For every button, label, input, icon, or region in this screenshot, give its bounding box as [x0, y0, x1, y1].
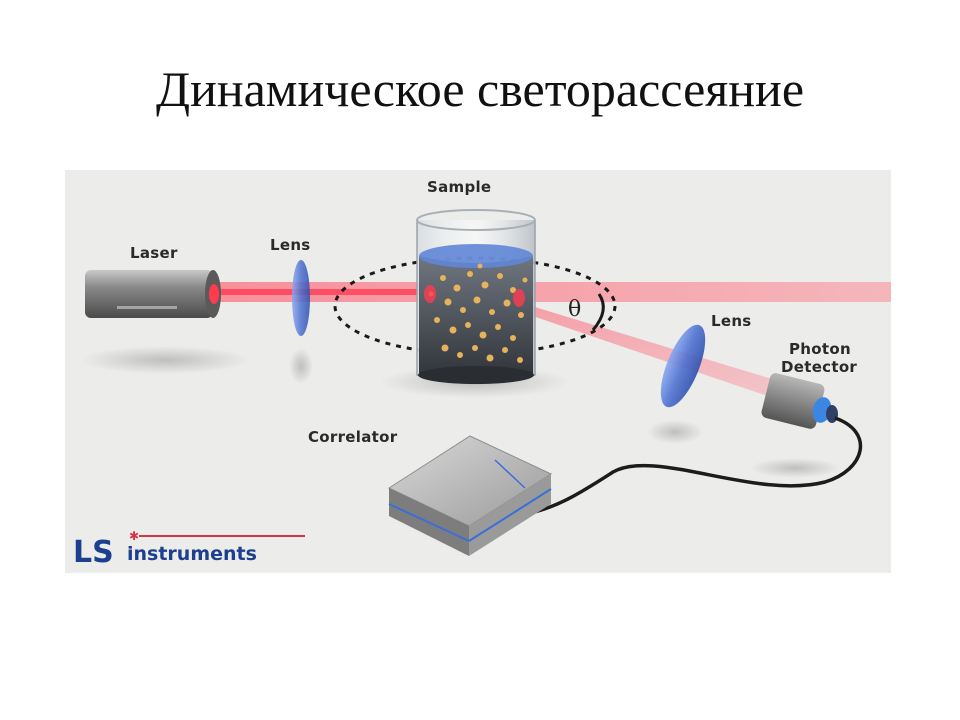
angle-arc: [591, 293, 605, 331]
scattered-beam: [505, 298, 795, 402]
laser: [85, 270, 221, 318]
lens1-label: Lens: [270, 236, 311, 254]
laser-beam-core: [210, 289, 510, 295]
particles: [428, 263, 528, 363]
lens2-label: Lens: [711, 312, 752, 330]
laser-shadow: [80, 346, 250, 374]
photon-label: Photon: [789, 340, 851, 358]
sample-label: Sample: [427, 178, 491, 196]
lens2: [660, 324, 706, 408]
angle-label: θ: [568, 297, 581, 322]
ls-instruments-logo: LS instruments ✱: [73, 529, 305, 570]
detector-shadow: [750, 458, 840, 478]
lens1-shadow: [289, 348, 313, 384]
detector-label: Detector: [781, 358, 857, 376]
laser-label: Laser: [130, 244, 178, 262]
dls-setup-diagram: Laser Lens Sample θ: [65, 170, 891, 573]
lens2-shadow: [647, 420, 703, 444]
laser-beam: [210, 282, 891, 302]
logo-name-text: instruments: [127, 543, 257, 565]
logo-ls-text: LS: [73, 535, 114, 570]
correlator: [387, 435, 553, 556]
lens1: [292, 260, 310, 336]
logo-star-icon: ✱: [129, 529, 139, 543]
laser-spot-in: [424, 285, 436, 303]
detector-cable: [519, 416, 863, 517]
laser-spot-out: [513, 289, 525, 307]
slide-title: Динамическое светорассеяние: [155, 61, 805, 117]
correlator-label: Correlator: [308, 428, 398, 446]
photon-detector: [761, 373, 838, 429]
